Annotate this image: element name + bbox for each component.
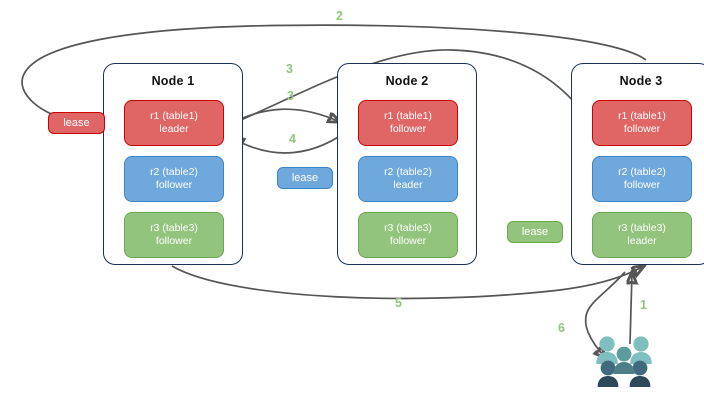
replica-role: leader	[393, 179, 423, 191]
step-label-6: 6	[558, 321, 565, 335]
node-title: Node 1	[151, 74, 195, 88]
step-label-1: 1	[640, 298, 647, 312]
replica-node2-r2[interactable]: r2 (table2) leader	[358, 156, 458, 202]
arrow-step-1	[630, 272, 632, 345]
replica-node3-r3[interactable]: r3 (table3) leader	[592, 212, 692, 258]
node-title: Node 3	[619, 74, 663, 88]
replica-name: r3 (table3)	[150, 222, 198, 234]
replica-name: r3 (table3)	[384, 222, 432, 234]
lease-label: lease	[291, 172, 319, 184]
replica-name: r2 (table2)	[618, 166, 666, 178]
replica-role: follower	[623, 123, 661, 135]
replica-node2-r3[interactable]: r3 (table3) follower	[358, 212, 458, 258]
lease-label: lease	[63, 117, 90, 129]
replica-role: leader	[627, 235, 657, 247]
replica-node1-r1[interactable]: r1 (table1) leader	[124, 100, 224, 146]
replica-role: follower	[623, 179, 661, 191]
replica-role: leader	[159, 123, 189, 135]
replica-node3-r1[interactable]: r1 (table1) follower	[592, 100, 692, 146]
lease-badge-red[interactable]: lease	[48, 112, 105, 134]
replica-name: r2 (table2)	[150, 166, 198, 178]
node-box-node2[interactable]: Node 2 r1 (table1) follower r2 (table2) …	[337, 63, 477, 265]
replica-name: r1 (table1)	[618, 110, 666, 122]
lease-badge-blue[interactable]: lease	[277, 167, 333, 189]
step-label-3-lower: 3	[287, 89, 294, 103]
replica-name: r1 (table1)	[150, 110, 198, 122]
step-label-3-upper: 3	[286, 62, 293, 76]
step-label-2: 2	[336, 9, 343, 23]
replica-name: r1 (table1)	[384, 110, 432, 122]
replica-node2-r1[interactable]: r1 (table1) follower	[358, 100, 458, 146]
replica-name: r3 (table3)	[618, 222, 666, 234]
node-box-node3[interactable]: Node 3 r1 (table1) follower r2 (table2) …	[571, 63, 704, 265]
lease-badge-green[interactable]: lease	[507, 221, 563, 243]
step-label-4: 4	[289, 132, 296, 146]
replica-role: follower	[155, 235, 193, 247]
lease-label: lease	[521, 226, 549, 238]
step-label-5: 5	[395, 296, 402, 310]
arrow-step-2	[21, 24, 647, 120]
replica-name: r2 (table2)	[384, 166, 432, 178]
arrow-step-3-upper	[221, 49, 584, 129]
node-title: Node 2	[385, 74, 429, 88]
replica-node1-r3[interactable]: r3 (table3) follower	[124, 212, 224, 258]
replica-role: follower	[389, 235, 427, 247]
arrow-step-6	[584, 271, 626, 358]
replica-role: follower	[155, 179, 193, 191]
replica-node3-r2[interactable]: r2 (table2) follower	[592, 156, 692, 202]
replica-node1-r2[interactable]: r2 (table2) follower	[124, 156, 224, 202]
replica-role: follower	[389, 123, 427, 135]
users-group-icon	[596, 336, 652, 387]
arrow-step-4	[232, 131, 347, 154]
node-box-node1[interactable]: Node 1 r1 (table1) leader r2 (table2) fo…	[103, 63, 243, 265]
arrow-step-5	[171, 266, 644, 300]
